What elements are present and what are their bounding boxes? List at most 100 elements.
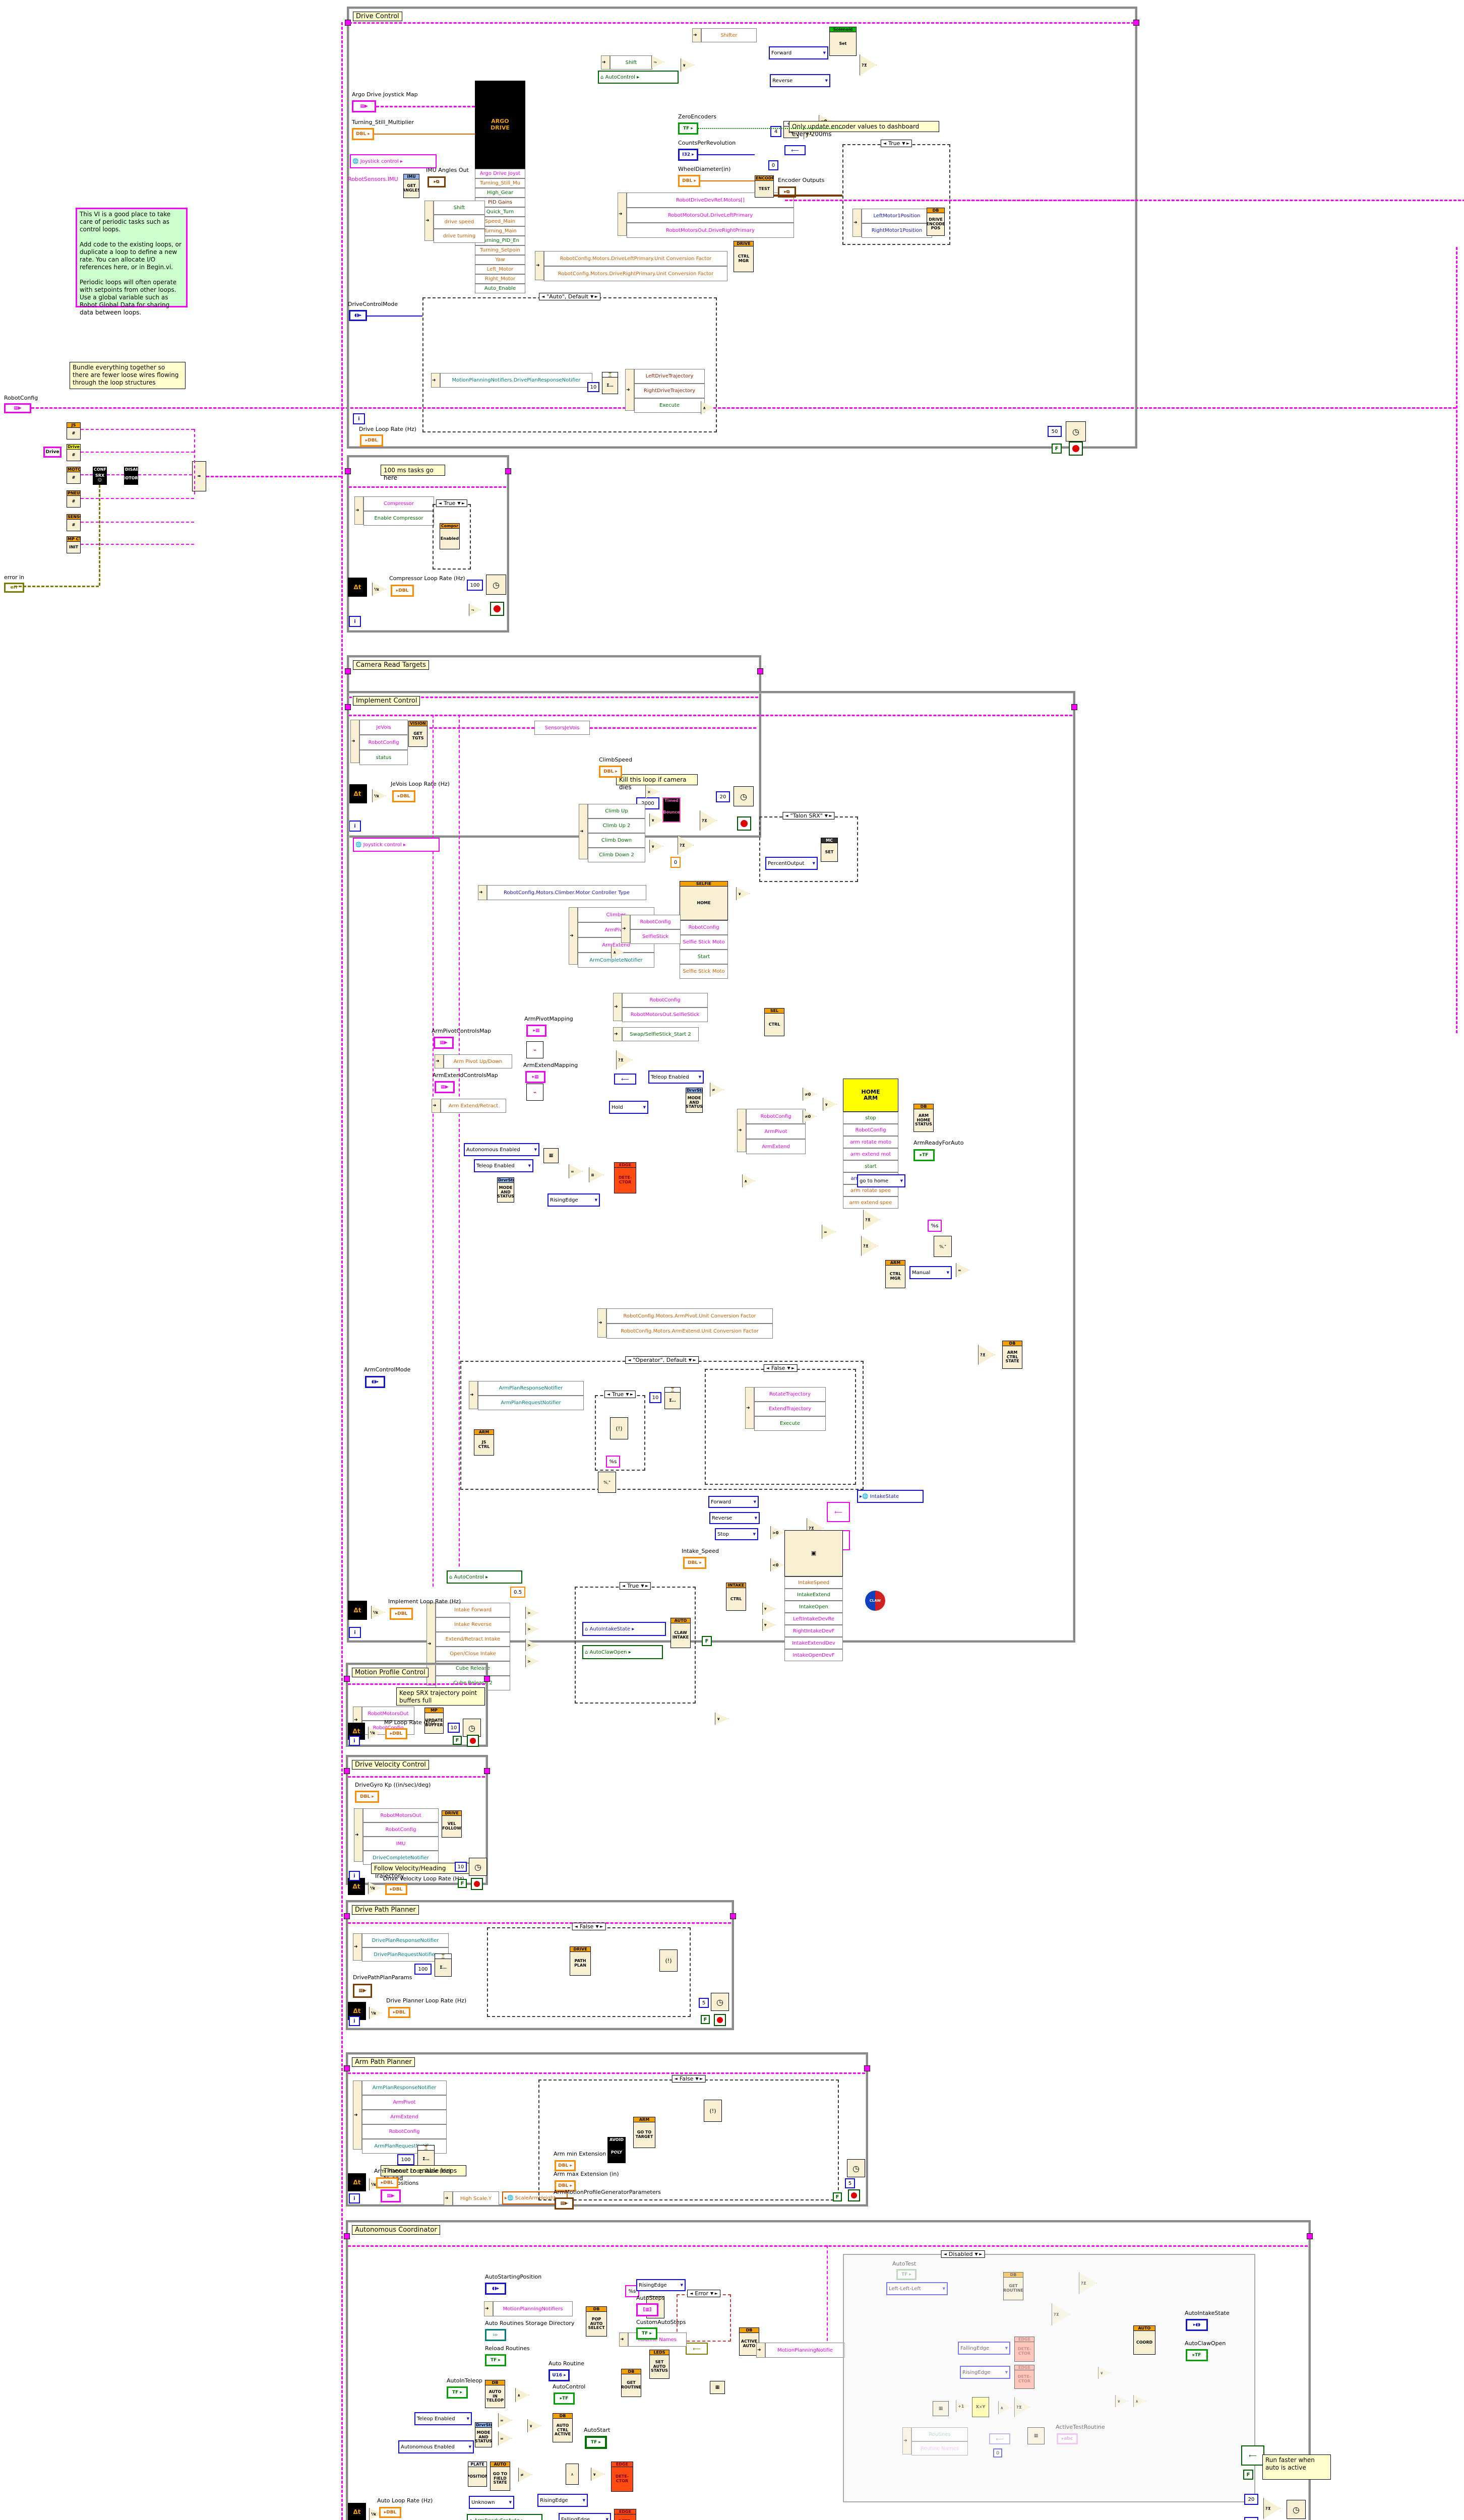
drive-plan-notifier-unbundle[interactable]: MotionPlanningNotifiers.DrivePlanRespons… — [431, 373, 592, 388]
bundle-cell[interactable]: Argo Drive Joyst — [475, 169, 525, 178]
autointeleop-control[interactable]: TF ▸ — [447, 2386, 468, 2399]
autoclawopen-indicator[interactable]: ▸TF — [1186, 2349, 1208, 2361]
loop-tunnel[interactable] — [505, 468, 511, 474]
pneu-vi[interactable]: PNEU# — [67, 490, 81, 508]
loop-tunnel[interactable] — [345, 704, 351, 710]
bundle-cell[interactable]: ExtendTrajectory — [754, 1402, 826, 1416]
loop-tunnel[interactable] — [1071, 704, 1077, 710]
drvrstn-mode-status-vi[interactable]: DrvrStnMODE AND STATUS — [475, 2422, 492, 2447]
stop-terminal[interactable] — [1069, 442, 1083, 456]
left-left-left-enum[interactable]: Left-Left-Left▼ — [886, 2282, 948, 2295]
arm-min-extension-control[interactable]: DBL ▸ — [555, 2160, 576, 2171]
bundle-cell[interactable]: MotionPlanningNotifiers.DrivePlanRespons… — [440, 373, 592, 388]
bundle-cell[interactable]: Shift — [610, 55, 652, 70]
bundle-cell[interactable]: MotionPlanningNotifiers — [493, 2301, 573, 2316]
bundle-cell[interactable]: ArmPlanResponseNotifier — [478, 1381, 584, 1396]
autosteps-control[interactable]: [▦] — [636, 2303, 658, 2316]
case-selector[interactable]: False — [771, 1365, 785, 1371]
percent-s-constant[interactable]: %s — [625, 2285, 639, 2297]
loop-tunnel[interactable] — [757, 668, 763, 674]
imu-angles-out-indicator[interactable]: ▸⧉ — [428, 176, 446, 187]
interpolate-node[interactable]: ⌁ — [526, 1084, 543, 1101]
bundle-cell[interactable]: ArmPivot — [362, 2095, 447, 2110]
bundle-cell[interactable]: Start — [680, 950, 728, 964]
js-vi[interactable]: JS# — [67, 422, 81, 439]
drivecontrolmode-control[interactable]: ◖◗▸ — [349, 310, 367, 321]
countsperrevolution-control[interactable]: I32 ▸ — [678, 149, 698, 161]
bundle-cell[interactable]: IMU — [363, 1837, 439, 1851]
bundle-cell[interactable]: Open/Close Intake — [436, 1647, 510, 1661]
wait-notification[interactable]: ⏳Σ… — [417, 2145, 435, 2168]
claw-vi[interactable]: CLAW — [865, 1591, 885, 1611]
risingedge-enum[interactable]: RisingEdge▼ — [547, 1193, 600, 1207]
loop-tunnel[interactable] — [344, 1768, 350, 1774]
high-scale-unbundle[interactable]: High Scale.Y — [444, 2191, 499, 2206]
motion-planning-notifiers-bundle[interactable]: MotionPlanningNotifie — [756, 2343, 845, 2358]
loop-tunnel[interactable] — [344, 1676, 350, 1682]
armcontrolmode-control[interactable]: ◖◗▸ — [365, 1376, 385, 1388]
loop-tunnel[interactable] — [345, 668, 351, 674]
const-0[interactable]: 0 — [768, 160, 778, 170]
bundle-cell[interactable]: Shifter — [701, 28, 757, 42]
compound-and-node[interactable]: ∧ — [566, 2464, 579, 2485]
risingedge-enum[interactable]: RisingEdge▼ — [537, 2494, 588, 2507]
wait-ms-multiple[interactable]: ◷ — [1066, 421, 1086, 442]
stop-terminal[interactable] — [471, 1878, 483, 1890]
iteration-terminal[interactable]: i — [349, 1736, 360, 1746]
drvrstn-mode-status-vi[interactable]: DrvrStnMODE AND STATUS — [497, 1177, 514, 1203]
bundle-cell[interactable]: ArmPivot — [746, 1124, 806, 1139]
autonomous-enabled-enum[interactable]: Autonomous Enabled▼ — [464, 1143, 539, 1156]
bundle-cell[interactable]: RobotConfig — [680, 920, 728, 935]
bundle-cell[interactable]: ArmExtend — [746, 1139, 806, 1154]
bundle-cell[interactable]: arm rotate moto — [843, 1136, 898, 1148]
percentoutput-enum[interactable]: PercentOutput▼ — [765, 857, 818, 870]
const-5[interactable]: 5 — [845, 2178, 855, 2188]
arm-max-extension-control[interactable]: DBL ▸ — [555, 2180, 576, 2191]
greater-gate[interactable]: > — [525, 1655, 538, 1667]
autocontrol-global[interactable]: ⌂ AutoControl ▸ — [447, 1570, 522, 1584]
bundle-cell[interactable]: RobotConfig.Motors.DriveRightPrimary.Uni… — [544, 266, 727, 281]
bundle-cell[interactable]: IntakeExtendDev — [784, 1637, 843, 1649]
risingedge-enum[interactable]: RisingEdge▼ — [960, 2366, 1010, 2379]
arm-unit-conversion-bundle[interactable]: RobotConfig.Motors.ArmPivot.Unit Convers… — [597, 1308, 773, 1339]
zeroencoders-control[interactable]: TF ▸ — [678, 122, 698, 135]
arm-extend-retract-unbundle[interactable]: Arm Extend/Retract — [432, 1099, 506, 1113]
bundle-cell[interactable]: Selfie Stick Moto — [680, 964, 728, 979]
jevois-loop-rate-indicator[interactable]: ▸DBL — [392, 790, 415, 802]
bundle-cell[interactable]: ArmExtend — [362, 2110, 447, 2124]
const-5[interactable]: 5 — [699, 1998, 709, 2008]
bundle-cell[interactable]: Right_Motor — [475, 274, 525, 284]
bundle-cell[interactable]: Quick_Turn — [475, 207, 525, 217]
drive-velocity-unbundle[interactable]: RobotMotorsOutRobotConfigIMUDriveComplet… — [354, 1808, 439, 1865]
armreadyforauto-global[interactable]: ⌂ ArmReadyForAuto ▸ — [467, 2514, 542, 2520]
const-0[interactable]: 0 — [993, 2448, 1002, 2458]
forward-enum[interactable]: Forward▼ — [769, 46, 828, 59]
bundle-cell[interactable]: Climb Down 2 — [588, 848, 645, 862]
const-20[interactable]: 20 — [716, 791, 730, 802]
autointakestate-global[interactable]: ⌂ AutoIntakeState ▸ — [582, 1622, 666, 1636]
bundle-cell[interactable]: RobotConfig — [359, 735, 408, 750]
bundle-cell[interactable]: IntakeOpen — [784, 1601, 843, 1613]
drivepathplanparams-control[interactable]: ▦▶ — [353, 1984, 372, 1998]
compressor-true-case[interactable]: ◄True▼ ► — [433, 499, 471, 570]
delta-t-node[interactable]: Δt — [348, 784, 367, 803]
drive-plan-unbundle[interactable]: DrivePlanResponseNotifierDrivePlanReques… — [353, 1933, 449, 1962]
case-selector[interactable]: True — [612, 1391, 624, 1398]
autonomous-enabled-enum[interactable]: Autonomous Enabled▼ — [398, 2440, 474, 2453]
activetestroutine-indicator[interactable]: ▸abc — [1057, 2433, 1078, 2444]
armpivotcontrolsmap-control[interactable]: ▦▶ — [434, 1037, 454, 1049]
argo-joystick-map-control[interactable]: ▦▶ — [352, 100, 376, 112]
bundle-cell[interactable]: RobotMotorsOut.DriveRightPrimary — [627, 223, 794, 238]
bundle-cell[interactable]: RobotConfig.Motors.Climber.Motor Control… — [487, 885, 646, 900]
iteration-terminal[interactable]: i — [349, 2193, 360, 2203]
bundle-cell[interactable]: LeftMotor1Position — [862, 209, 932, 223]
